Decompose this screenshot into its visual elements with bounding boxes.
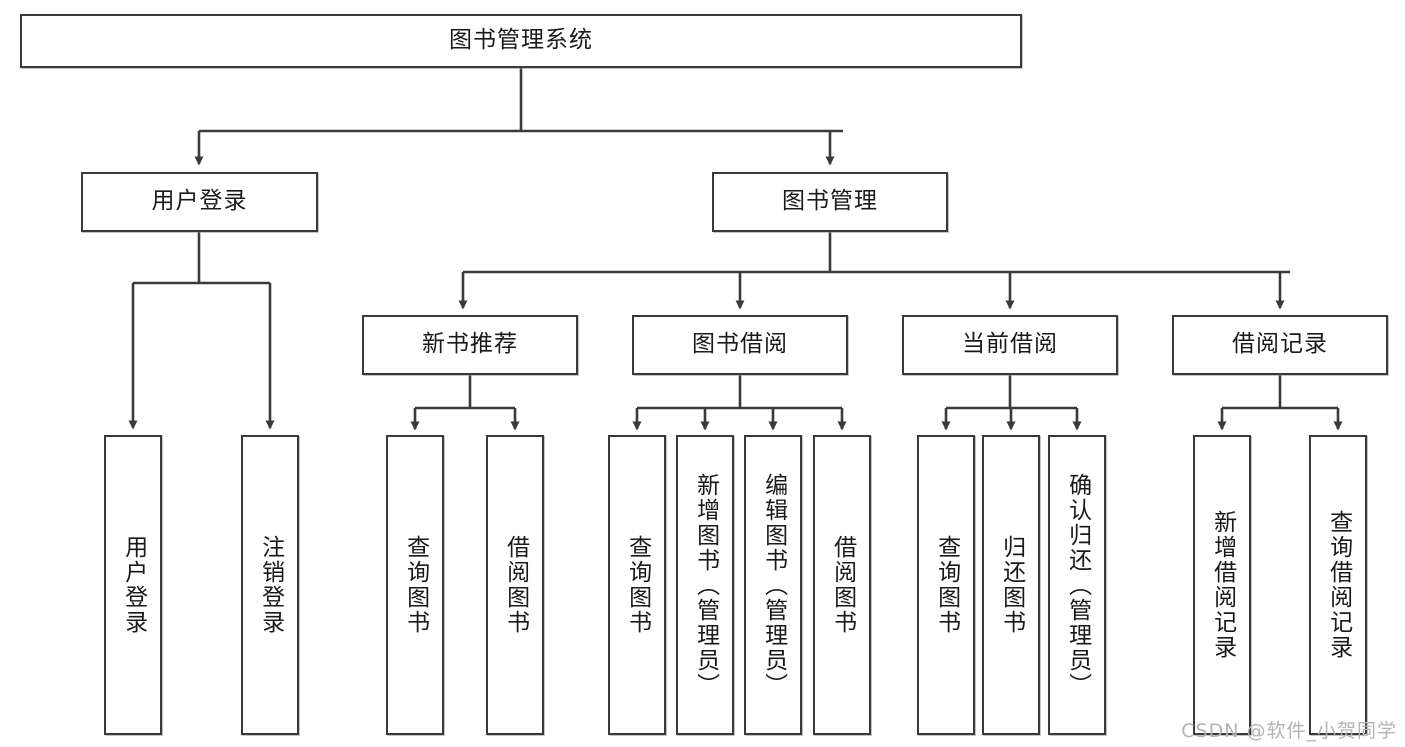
leaf-confirm-return-admin[interactable]: 确认归还（管理员）: [1048, 435, 1106, 735]
leaf-borrow-book[interactable]: 借阅图书: [813, 435, 871, 735]
leaf-add-borrow-record[interactable]: 新增借阅记录: [1193, 435, 1251, 735]
node-label: 归还图书: [998, 535, 1025, 635]
node-label: 借阅图书: [502, 535, 529, 635]
node-label: 注销登录: [257, 535, 284, 635]
node-label: 用户登录: [120, 535, 147, 635]
node-label: 查询图书: [402, 535, 429, 635]
node-label: 确认归还（管理员）: [1064, 472, 1091, 698]
leaf-edit-book-admin[interactable]: 编辑图书（管理员）: [744, 435, 802, 735]
node-label: 借阅记录: [1232, 331, 1328, 358]
node-label: 新增图书（管理员）: [692, 472, 719, 698]
node-user-login[interactable]: 用户登录: [81, 172, 318, 232]
node-current-borrow[interactable]: 当前借阅: [902, 315, 1118, 375]
leaf-borrow-book-recommend[interactable]: 借阅图书: [486, 435, 544, 735]
leaf-user-login[interactable]: 用户登录: [104, 435, 162, 735]
node-new-book-recommend[interactable]: 新书推荐: [362, 315, 578, 375]
leaf-logout-login[interactable]: 注销登录: [241, 435, 299, 735]
node-label: 借阅图书: [829, 535, 856, 635]
node-borrow-record[interactable]: 借阅记录: [1172, 315, 1388, 375]
node-label: 查询图书: [624, 535, 651, 635]
node-label: 新书推荐: [422, 331, 518, 358]
leaf-query-borrow-record[interactable]: 查询借阅记录: [1309, 435, 1367, 735]
node-label: 图书管理系统: [449, 27, 593, 54]
node-label: 新增借阅记录: [1209, 510, 1236, 660]
leaf-query-book-current[interactable]: 查询图书: [917, 435, 975, 735]
leaf-query-book-recommend[interactable]: 查询图书: [386, 435, 444, 735]
node-label: 图书管理: [782, 188, 878, 215]
node-label: 查询图书: [933, 535, 960, 635]
node-label: 图书借阅: [692, 331, 788, 358]
node-book-management-system[interactable]: 图书管理系统: [20, 14, 1022, 68]
node-book-management[interactable]: 图书管理: [712, 172, 948, 232]
node-book-borrow[interactable]: 图书借阅: [632, 315, 848, 375]
node-label: 当前借阅: [962, 331, 1058, 358]
node-label: 查询借阅记录: [1325, 510, 1352, 660]
leaf-query-book-borrow[interactable]: 查询图书: [608, 435, 666, 735]
leaf-add-book-admin[interactable]: 新增图书（管理员）: [676, 435, 734, 735]
node-label: 编辑图书（管理员）: [760, 472, 787, 698]
leaf-return-book[interactable]: 归还图书: [982, 435, 1040, 735]
node-label: 用户登录: [151, 188, 248, 215]
